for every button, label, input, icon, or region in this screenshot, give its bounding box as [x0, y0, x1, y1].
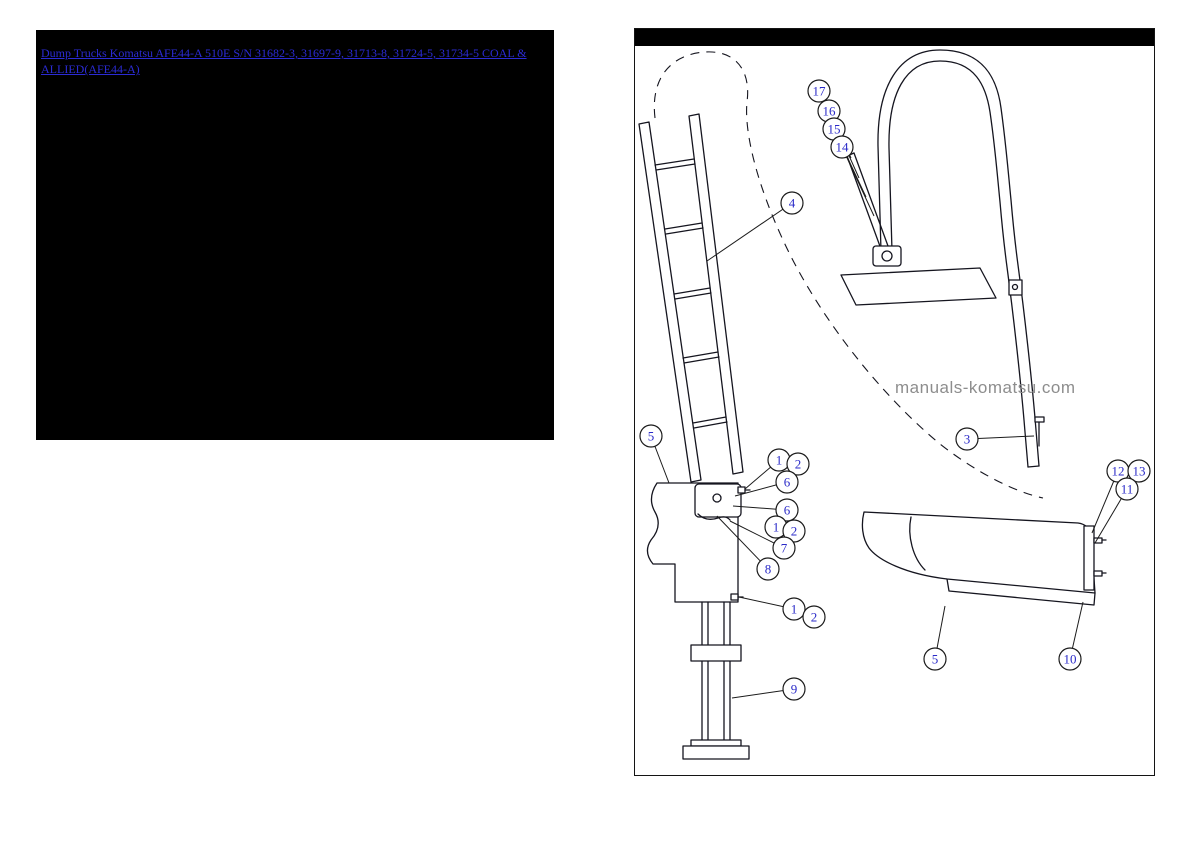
ladder	[638, 113, 744, 483]
callout-17[interactable]: 17	[807, 79, 831, 103]
callout-4[interactable]: 4	[780, 191, 804, 215]
rail-bracket	[1008, 279, 1023, 296]
watermark: manuals-komatsu.com	[895, 378, 1076, 397]
callout-12[interactable]: 12	[1106, 459, 1130, 483]
svg-text:8: 8	[765, 562, 772, 577]
callout-9[interactable]: 9	[782, 677, 806, 701]
callout-6[interactable]: 6	[775, 470, 799, 494]
handrail	[877, 49, 1040, 468]
callout-1[interactable]: 1	[782, 597, 806, 621]
callout-7[interactable]: 7	[772, 536, 796, 560]
parts-drawing	[638, 49, 1107, 760]
svg-text:12: 12	[1112, 464, 1125, 479]
pivot-bracket	[872, 245, 902, 267]
callout-16[interactable]: 16	[817, 99, 841, 123]
leader-line	[841, 146, 875, 217]
svg-text:1: 1	[791, 602, 798, 617]
svg-text:13: 13	[1133, 464, 1146, 479]
svg-text:7: 7	[781, 541, 788, 556]
svg-text:2: 2	[811, 610, 818, 625]
svg-text:2: 2	[795, 457, 802, 472]
callout-3[interactable]: 3	[955, 427, 979, 451]
svg-text:2: 2	[791, 524, 798, 539]
bolt	[1093, 570, 1107, 577]
ladder-mount-panel	[646, 482, 751, 603]
callout-14[interactable]: 14	[830, 135, 854, 159]
svg-text:6: 6	[784, 475, 791, 490]
callout-10[interactable]: 10	[1058, 647, 1082, 671]
document-link[interactable]: Dump Trucks Komatsu AFE44-A 510E S/N 316…	[41, 46, 527, 77]
svg-text:1: 1	[773, 520, 780, 535]
callout-5[interactable]: 5	[639, 424, 663, 448]
svg-text:4: 4	[789, 196, 796, 211]
callout-5[interactable]: 5	[923, 647, 947, 671]
svg-text:14: 14	[836, 140, 850, 155]
svg-text:6: 6	[784, 503, 791, 518]
svg-text:15: 15	[828, 122, 841, 137]
callout-6[interactable]: 6	[775, 498, 799, 522]
leader-line	[706, 202, 793, 262]
platform-plate	[840, 267, 997, 306]
bolt	[737, 486, 751, 494]
svg-text:10: 10	[1064, 652, 1077, 667]
callout-2[interactable]: 2	[782, 519, 806, 543]
svg-text:11: 11	[1121, 482, 1134, 497]
svg-text:9: 9	[791, 682, 798, 697]
callout-2[interactable]: 2	[802, 605, 826, 629]
svg-text:17: 17	[813, 84, 827, 99]
svg-text:5: 5	[648, 429, 655, 444]
clevis-pin	[1034, 416, 1045, 447]
callout-8[interactable]: 8	[756, 557, 780, 581]
callout-1[interactable]: 1	[767, 448, 791, 472]
dashed-motion-path	[653, 51, 1044, 499]
svg-text:3: 3	[964, 432, 971, 447]
support-pole	[682, 601, 750, 760]
svg-text:5: 5	[932, 652, 939, 667]
mudguard	[861, 511, 1107, 606]
callout-2[interactable]: 2	[786, 452, 810, 476]
diagram-top-bar	[635, 29, 1154, 46]
callout-11[interactable]: 11	[1115, 477, 1139, 501]
svg-text:1: 1	[776, 453, 783, 468]
callout-13[interactable]: 13	[1127, 459, 1151, 483]
leader-line	[716, 515, 769, 570]
svg-text:16: 16	[823, 104, 837, 119]
left-panel: Dump Trucks Komatsu AFE44-A 510E S/N 316…	[36, 30, 554, 440]
